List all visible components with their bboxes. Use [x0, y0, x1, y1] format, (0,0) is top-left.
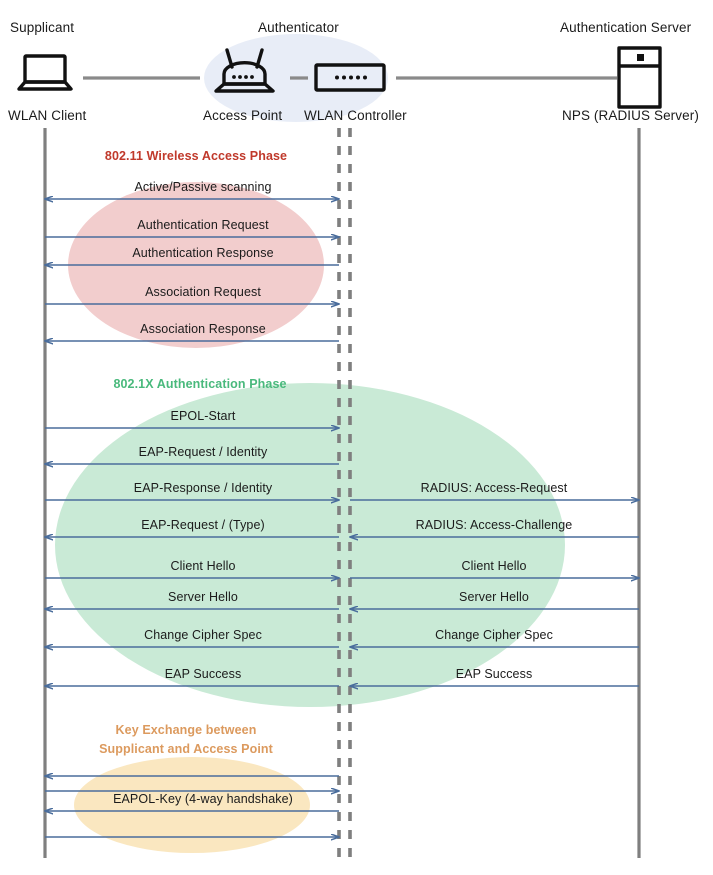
message-label-m22: EAPOL-Key (4-way handshake)	[113, 792, 293, 806]
actor-role-authenticator: Authenticator	[258, 20, 339, 35]
message-label-m9: EAP-Request / (Type)	[141, 518, 265, 532]
message-label-m1: Active/Passive scanning	[134, 180, 272, 194]
message-label-m4: Association Request	[145, 285, 261, 299]
phase-label-phase-802-11: 802.11 Wireless Access Phase	[104, 149, 288, 163]
server-tower-icon	[617, 46, 662, 109]
phase-ellipse-phase-802-1x	[55, 383, 565, 707]
message-label-m13: EAP Success	[164, 667, 242, 681]
message-label-m8: EAP-Response / Identity	[133, 481, 273, 495]
laptop-icon	[17, 54, 73, 91]
message-label-m5: Association Response	[140, 322, 266, 336]
message-label-m16: Client Hello	[461, 559, 527, 573]
actor-role-authentication-server: Authentication Server	[560, 20, 692, 35]
actor-device-wlan-client: WLAN Client	[8, 108, 87, 123]
actor-device-nps-radius-server: NPS (RADIUS Server)	[562, 108, 699, 123]
message-arrows	[45, 199, 639, 837]
actor-device-wlan-controller: WLAN Controller	[304, 108, 407, 123]
lifelines	[43, 128, 641, 858]
message-label-m6: EPOL-Start	[170, 409, 236, 423]
actor-device-access-point: Access Point	[203, 108, 283, 123]
message-label-m7: EAP-Request / Identity	[138, 445, 268, 459]
message-label-m3: Authentication Response	[132, 246, 274, 260]
wlan-controller-icon	[314, 63, 386, 92]
message-label-m18: Change Cipher Spec	[435, 628, 553, 642]
message-label-m11: Server Hello	[168, 590, 238, 604]
wireless-router-icon	[214, 48, 275, 93]
phase-label-phase-802-1x: 802.1X Authentication Phase	[113, 377, 287, 391]
message-label-m19: EAP Success	[455, 667, 533, 681]
message-label-m15: RADIUS: Access-Challenge	[415, 518, 573, 532]
actor-role-supplicant: Supplicant	[10, 20, 75, 35]
message-label-m2: Authentication Request	[137, 218, 269, 232]
phase-ellipse-phase-key-exchange	[74, 757, 310, 853]
message-label-m14: RADIUS: Access-Request	[420, 481, 568, 495]
message-label-m17: Server Hello	[459, 590, 529, 604]
message-label-m10: Client Hello	[170, 559, 236, 573]
message-label-m12: Change Cipher Spec	[144, 628, 262, 642]
